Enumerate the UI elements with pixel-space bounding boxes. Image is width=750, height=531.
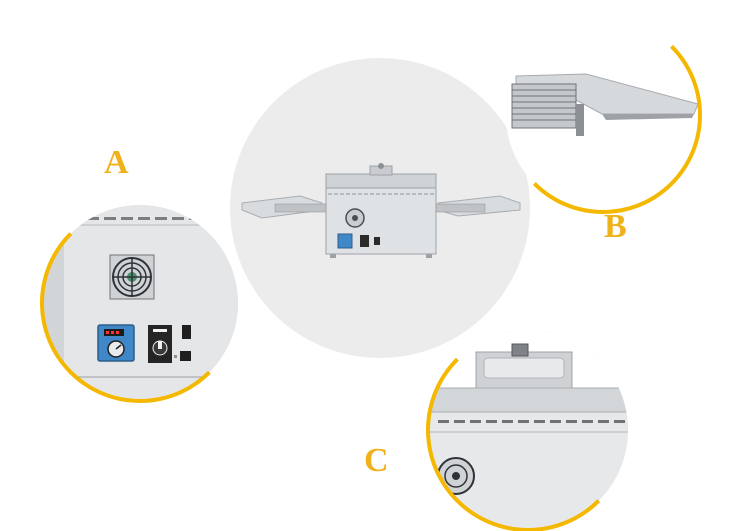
conveyor-left (274, 203, 331, 213)
panel-screw (174, 355, 177, 358)
tray-edge (602, 114, 694, 120)
foot-right (426, 254, 432, 258)
callout-label-a: A (104, 144, 129, 181)
steel-panel (42, 205, 238, 401)
oven-top-lid (428, 387, 628, 413)
main-product-circle (230, 58, 530, 358)
fan-hub (352, 215, 358, 221)
conveyor-belt (511, 83, 577, 129)
top-vent-detail (428, 330, 628, 530)
conveyor-tray-detail (506, 18, 700, 212)
tray-bracket (576, 104, 584, 136)
conveyor-oven-illustration (241, 163, 521, 258)
power-switch-icon (374, 237, 380, 245)
detail-circle-a (42, 205, 238, 401)
control-panel-detail (42, 205, 238, 401)
chimney-vent (475, 343, 573, 389)
fan-icon (437, 457, 475, 495)
side-edge (42, 205, 64, 401)
indicator-switch (180, 351, 191, 361)
top-knob (378, 163, 384, 169)
conveyor-right (429, 203, 486, 213)
fan-icon (109, 254, 155, 300)
temperature-controller (337, 233, 353, 249)
vent-slots (87, 217, 235, 220)
callout-label-c: C (364, 442, 389, 479)
callout-label-b: B (604, 208, 627, 245)
control-dial-icon (148, 325, 172, 363)
detail-circle-b (506, 18, 700, 212)
power-switch-icon (182, 325, 191, 339)
oven-top (325, 173, 437, 189)
detail-circle-c (428, 330, 628, 530)
vent-slots (438, 420, 625, 423)
temperature-controller (97, 324, 135, 362)
foot-left (330, 254, 336, 258)
control-dial-icon (360, 235, 369, 247)
